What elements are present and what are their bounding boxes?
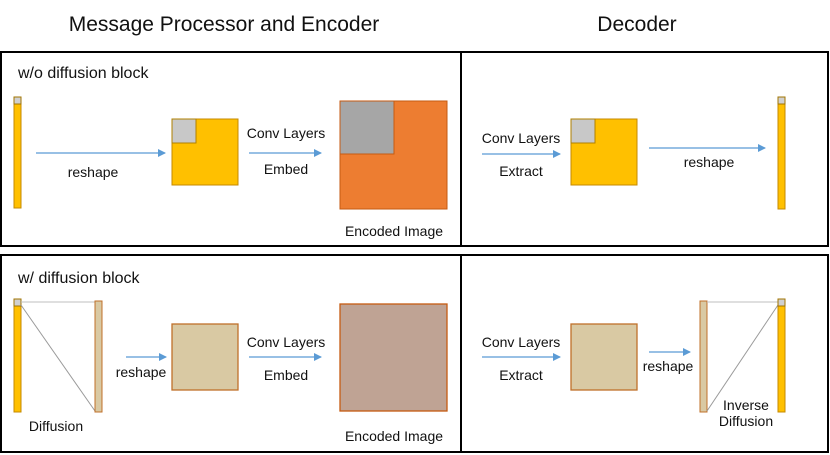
decoded-message-square: [570, 118, 638, 186]
label-reshape-top-dec: reshape: [684, 154, 735, 170]
label-extract-top: Extract: [499, 163, 543, 179]
diffusion-line-diagonal: [20, 304, 96, 412]
label-reshape-top-enc: reshape: [68, 164, 119, 180]
label-embed-bottom: Embed: [264, 367, 308, 383]
encoded-image-top: [339, 100, 448, 210]
diffused-vector: [94, 300, 103, 413]
panel-bottom-decoder: [460, 254, 829, 453]
received-diffused-vector: [699, 300, 708, 413]
received-diffused-square: [570, 323, 638, 391]
reshaped-diffused-message: [171, 323, 239, 391]
label-conv-layers-top-enc: Conv Layers: [247, 125, 326, 141]
header-encoder: Message Processor and Encoder: [69, 13, 380, 36]
label-conv-layers-bottom-dec: Conv Layers: [482, 334, 561, 350]
encoded-image-bottom: [339, 303, 448, 412]
label-encoded-image-top: Encoded Image: [345, 223, 443, 239]
label-encoded-image-bottom: Encoded Image: [345, 428, 443, 444]
inverse-line-diagonal: [706, 304, 779, 412]
reshaped-message: [171, 118, 239, 186]
label-embed-top: Embed: [264, 161, 308, 177]
row-title-bottom: w/ diffusion block: [17, 270, 141, 287]
header-decoder: Decoder: [597, 13, 676, 36]
label-inverse: Inverse: [723, 397, 769, 413]
label-diffusion: Diffusion: [29, 418, 83, 434]
panel-top-decoder: [460, 51, 829, 247]
label-conv-layers-top-dec: Conv Layers: [482, 130, 561, 146]
label-conv-layers-bottom-enc: Conv Layers: [247, 334, 326, 350]
label-extract-bottom: Extract: [499, 367, 543, 383]
label-reshape-bottom-dec: reshape: [643, 358, 694, 374]
message-vector: [13, 96, 22, 209]
decoded-message-vector: [777, 96, 786, 210]
recovered-message-vector: [777, 298, 786, 413]
label-reshape-bottom-enc: reshape: [116, 364, 167, 380]
label-inverse-diffusion: Diffusion: [719, 413, 773, 429]
message-vector-bottom: [13, 298, 22, 413]
row-title-top: w/o diffusion block: [17, 65, 149, 82]
